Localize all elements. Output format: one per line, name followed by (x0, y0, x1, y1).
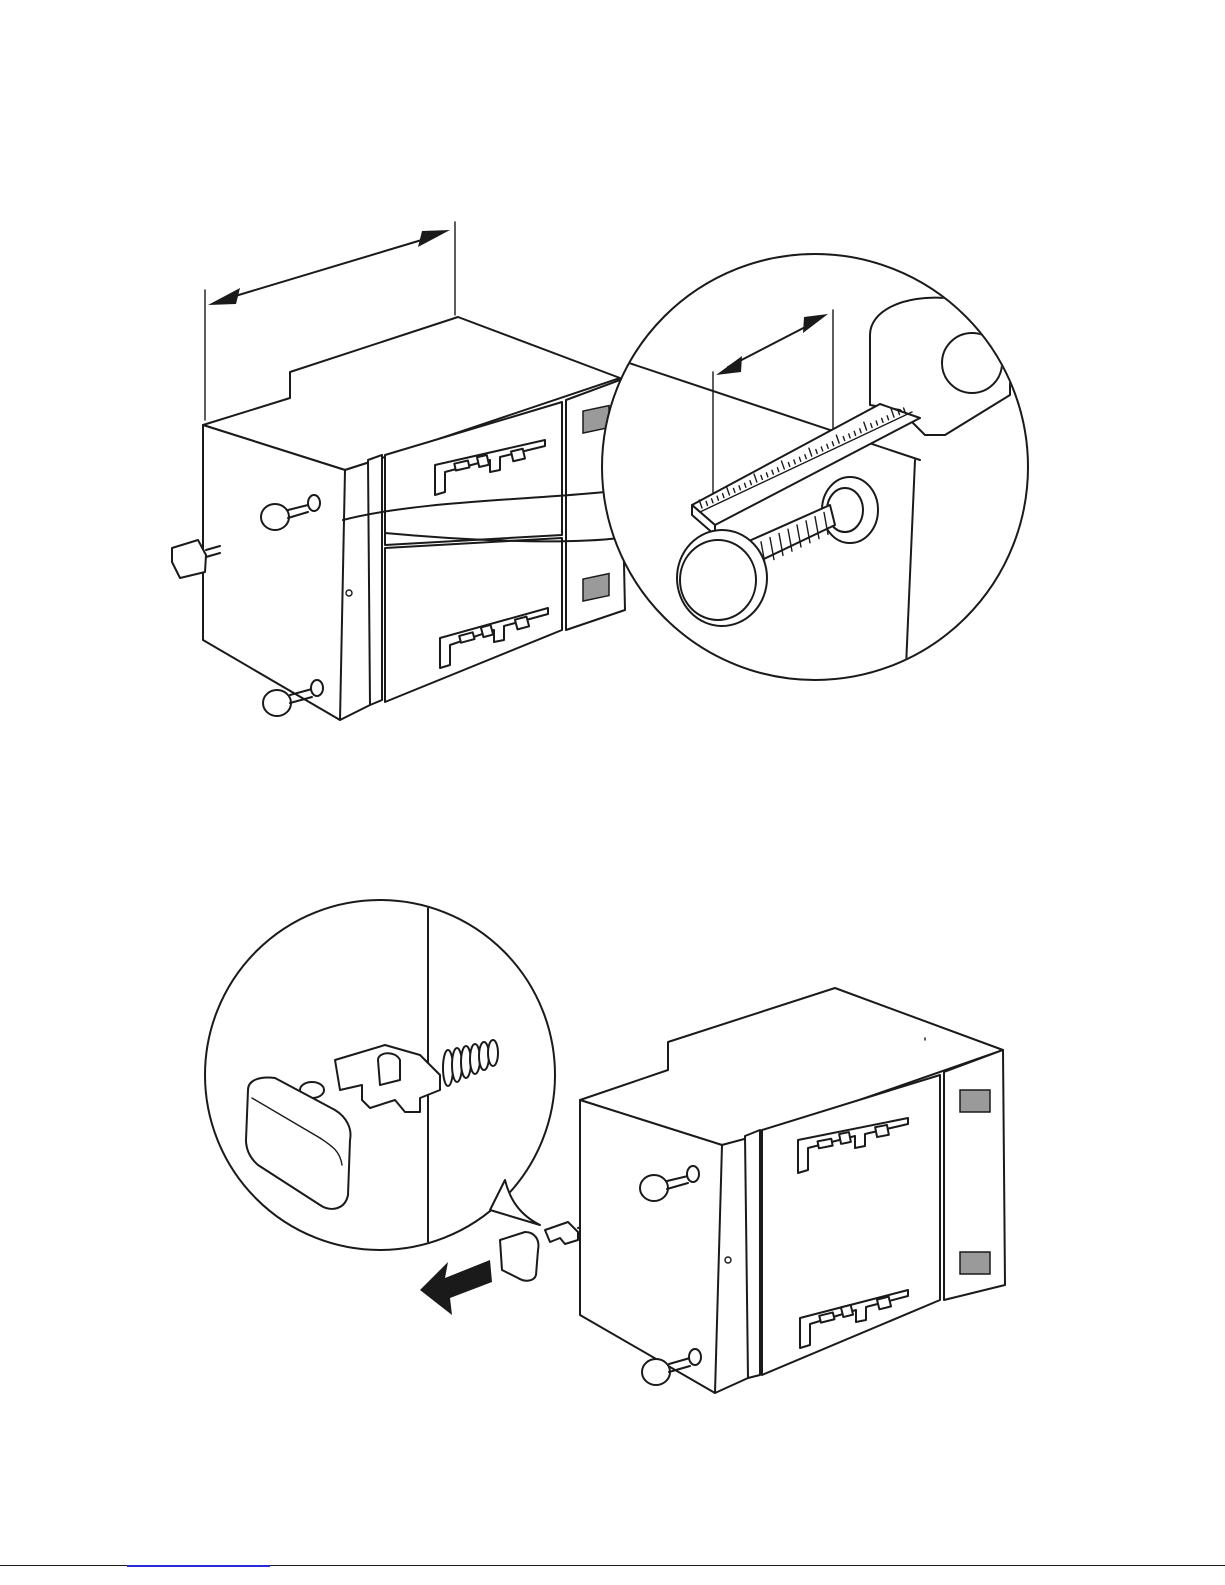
cabinet-step1 (172, 317, 625, 720)
removal-arrow (420, 1260, 492, 1315)
cabinet-step2 (580, 988, 1005, 1393)
step2-illustration (205, 900, 1005, 1393)
clip-bolt-thread (488, 1040, 498, 1066)
rubber-cap-loose (500, 1232, 538, 1281)
footer-link-underline[interactable] (127, 1565, 270, 1567)
magnifier-circle-step2 (205, 900, 555, 1255)
magnifier-circle-step1 (602, 254, 1028, 690)
step1-illustration (172, 222, 1028, 720)
